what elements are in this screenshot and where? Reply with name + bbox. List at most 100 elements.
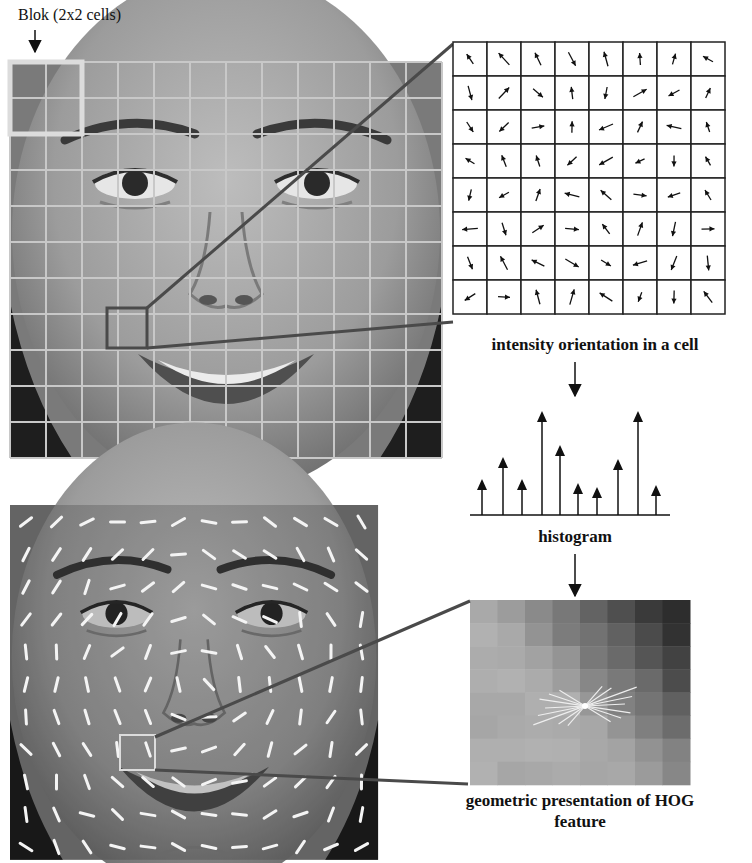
- hog-glyph: [54, 808, 60, 821]
- orientation-arrow: [672, 54, 677, 65]
- pixel: [635, 623, 663, 647]
- hog-glyph: [233, 781, 247, 784]
- hog-glyph: [327, 614, 335, 626]
- hog-glyph: [294, 584, 307, 590]
- orientation-cell: [691, 144, 725, 178]
- orientation-cell: [657, 246, 691, 280]
- block-highlight: [10, 62, 82, 134]
- pixel: [663, 669, 691, 693]
- histogram-bin: [633, 411, 643, 515]
- orientation-cell: [521, 178, 555, 212]
- orientation-arrow: [601, 190, 612, 199]
- orientation-arrow: [468, 86, 473, 100]
- pixel: [498, 762, 526, 786]
- grid-line: [333, 62, 335, 458]
- orientation-cell: [623, 178, 657, 212]
- orientation-cell: [589, 110, 623, 144]
- histogram-bin: [517, 479, 527, 515]
- hog-glyph: [295, 518, 307, 525]
- hog-glyph: [54, 710, 59, 723]
- grid-line: [10, 421, 442, 423]
- hog-glyph: [24, 710, 28, 724]
- pixel: [580, 600, 608, 624]
- cell-highlight: [120, 735, 155, 770]
- histogram-bin: [613, 459, 623, 515]
- pixel: [525, 646, 553, 670]
- orientation-arrow: [466, 158, 475, 164]
- orientation-cell: [555, 280, 589, 314]
- pixel: [470, 762, 498, 786]
- orientation-cell: [555, 212, 589, 246]
- histogram-chart: [470, 411, 670, 515]
- grid-line: [10, 97, 442, 99]
- pixel: [663, 692, 691, 716]
- cell-highlight: [107, 308, 147, 348]
- hog-glyph: [114, 613, 121, 625]
- orientation-arrow: [500, 256, 507, 269]
- hog-glyph: [23, 581, 29, 593]
- orientation-cell: [555, 144, 589, 178]
- orientation-cell: [487, 246, 521, 280]
- hog-glyph: [81, 519, 94, 525]
- flow-arrow: [574, 362, 576, 396]
- histogram-bin: [573, 483, 583, 515]
- hog-glyph: [22, 614, 31, 625]
- orientation-cell: [521, 42, 555, 76]
- orientation-cell: [521, 280, 555, 314]
- hog-glyph: [173, 582, 184, 591]
- pixel: [635, 739, 663, 763]
- orientation-cell: [589, 212, 623, 246]
- orientation-arrow: [638, 222, 644, 235]
- hog-glyph: [234, 551, 246, 559]
- panel-caption: histogram: [465, 526, 685, 547]
- orientation-arrow: [601, 260, 611, 266]
- orientation-arrow: [671, 290, 676, 303]
- hog-glyph: [143, 777, 154, 786]
- orientation-cell: [657, 42, 691, 76]
- diagram-panel: geometric presentation of HOG feature: [465, 598, 695, 837]
- orientation-cell: [521, 246, 555, 280]
- orientation-cell: [691, 246, 725, 280]
- hog-glyph: [86, 678, 89, 692]
- pointer-arrow: [34, 30, 36, 52]
- hog-glyph: [83, 549, 91, 561]
- hog-glyph: [204, 679, 214, 689]
- hog-glyph: [202, 521, 216, 523]
- hog-glyph: [111, 845, 125, 848]
- orientation-arrow: [706, 256, 711, 271]
- hog-glyph: [54, 840, 59, 853]
- pixel: [498, 623, 526, 647]
- hog-glyph: [85, 775, 90, 788]
- pixel: [663, 716, 691, 740]
- pixel: [635, 762, 663, 786]
- orientation-cell: [691, 178, 725, 212]
- orientation-arrow: [533, 89, 543, 97]
- orientation-arrow: [569, 87, 574, 99]
- pixel: [525, 739, 553, 763]
- hog-glyph: [146, 645, 151, 658]
- hog-glyph: [113, 810, 123, 820]
- hog-glyph: [295, 745, 306, 754]
- pixel: [608, 762, 636, 786]
- hog-glyph: [83, 841, 91, 853]
- pixel: [608, 716, 636, 740]
- orientation-arrow: [532, 225, 543, 233]
- orientation-arrow: [702, 226, 715, 231]
- hog-glyph: [297, 548, 304, 560]
- orientation-cell: [589, 144, 623, 178]
- hog-glyph: [53, 549, 61, 561]
- hog-glyph: [85, 580, 89, 593]
- hog-glyph: [24, 775, 27, 789]
- orientation-arrow: [567, 157, 576, 165]
- hog-glyph: [145, 710, 150, 723]
- hog-glyphs: [20, 516, 367, 854]
- orientation-arrow: [637, 53, 642, 65]
- hog-glyph: [264, 551, 276, 559]
- grid-line: [189, 62, 191, 458]
- face-image: [10, 0, 442, 494]
- hog-glyph: [83, 744, 91, 756]
- grid-line: [153, 62, 155, 458]
- orientation-cell: [555, 178, 589, 212]
